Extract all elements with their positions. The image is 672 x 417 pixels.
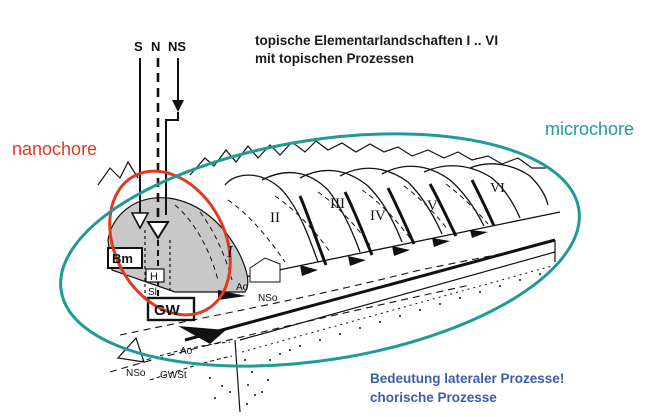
box-label-gw: GW	[154, 302, 181, 319]
block-edge-base-2	[242, 266, 552, 352]
flux-arrow-ns	[172, 100, 184, 112]
flux-label-n: N	[151, 40, 160, 53]
flow-arrow-3	[392, 246, 410, 256]
choric-process-note: chorische Prozesse	[370, 391, 497, 405]
diagram-title: topische Elementarlandschaften I .. VI	[255, 34, 498, 48]
house	[250, 258, 280, 282]
unit-label-iii: III	[330, 196, 345, 212]
unit-label-iv: IV	[370, 208, 386, 224]
diagram-subtitle: mit topischen Prozessen	[255, 52, 414, 66]
process-label-nso-lower: NSo	[126, 368, 146, 379]
flow-path-3	[345, 192, 372, 255]
process-label-nso-upper: NSo	[258, 293, 278, 304]
outflow-arrow-gw	[178, 326, 226, 344]
flow-arrow-1	[300, 265, 318, 276]
valley-line-upper	[240, 212, 560, 278]
flow-arrow-4	[432, 238, 450, 247]
process-label-gwst: GWSt	[160, 370, 187, 381]
flow-path-2	[300, 196, 326, 265]
unit-label-ii: II	[270, 210, 280, 226]
block-edge-base	[240, 252, 555, 340]
process-label-ao-lower: Ao	[180, 346, 193, 357]
unit-label-v: V	[427, 198, 438, 214]
watershed-dash-6	[446, 184, 488, 224]
flow-arrow-5	[470, 230, 488, 238]
mountain-left-peak	[98, 162, 138, 185]
flux-label-ns: NS	[168, 40, 186, 53]
block-edge-front	[235, 340, 240, 412]
flux-label-s: S	[134, 40, 143, 53]
box-label-bm: Bm	[112, 251, 133, 266]
box-label-h: H	[150, 271, 158, 283]
unit-label-vi: VI	[490, 181, 505, 196]
nanochore-label: nanochore	[12, 140, 97, 158]
process-label-ao-upper: Ao	[236, 282, 249, 293]
lateral-process-note: Bedeutung lateraler Prozesse!	[370, 372, 564, 386]
box-label-sl: Sl	[148, 287, 157, 298]
microchore-label: microchore	[545, 120, 634, 138]
flow-arrow-2	[348, 256, 366, 266]
